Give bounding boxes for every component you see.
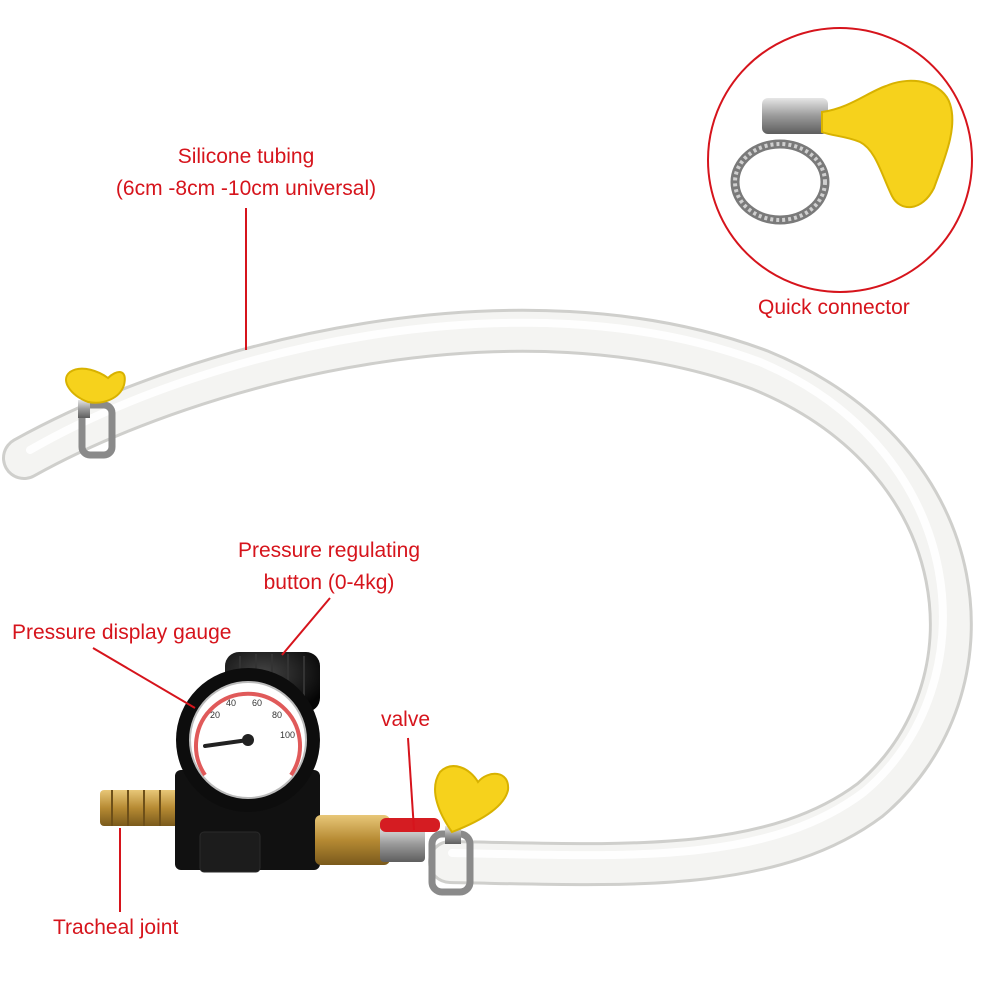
pressure-regulating-label-line2: button (0-4kg) [263,571,395,594]
pressure-regulating-label: Pressure regulating button (0-4kg) [214,535,444,599]
gauge-tick-label: 40 [226,698,236,708]
silicone-tubing-label: Silicone tubing (6cm -8cm -10cm universa… [96,141,396,205]
tracheal-joint [100,790,180,826]
gauge-tick-label: 20 [210,710,220,720]
silicone-tubing-label-line2: (6cm -8cm -10cm universal) [115,177,377,200]
gauge-tick-label: 80 [272,710,282,720]
gauge-tick-label: 60 [252,698,262,708]
quick-connector-inset [707,27,973,293]
valve-label: valve [381,708,431,731]
pressure-gauge-label: Pressure display gauge [12,621,232,644]
pressure-regulating-label-line1: Pressure regulating [237,539,421,562]
leader-lines [92,208,415,912]
right-hose-clamp [428,765,510,896]
gauge-tick-label: 100 [280,730,295,740]
pressure-gauge: 20 40 60 80 100 [176,668,320,812]
left-hose-clamp [65,367,126,459]
silicone-tube [2,308,973,887]
quick-connector-label: Quick connector [758,296,910,319]
valve-body [315,815,440,865]
silicone-tubing-label-line1: Silicone tubing [177,145,315,168]
tracheal-joint-label: Tracheal joint [53,916,179,939]
